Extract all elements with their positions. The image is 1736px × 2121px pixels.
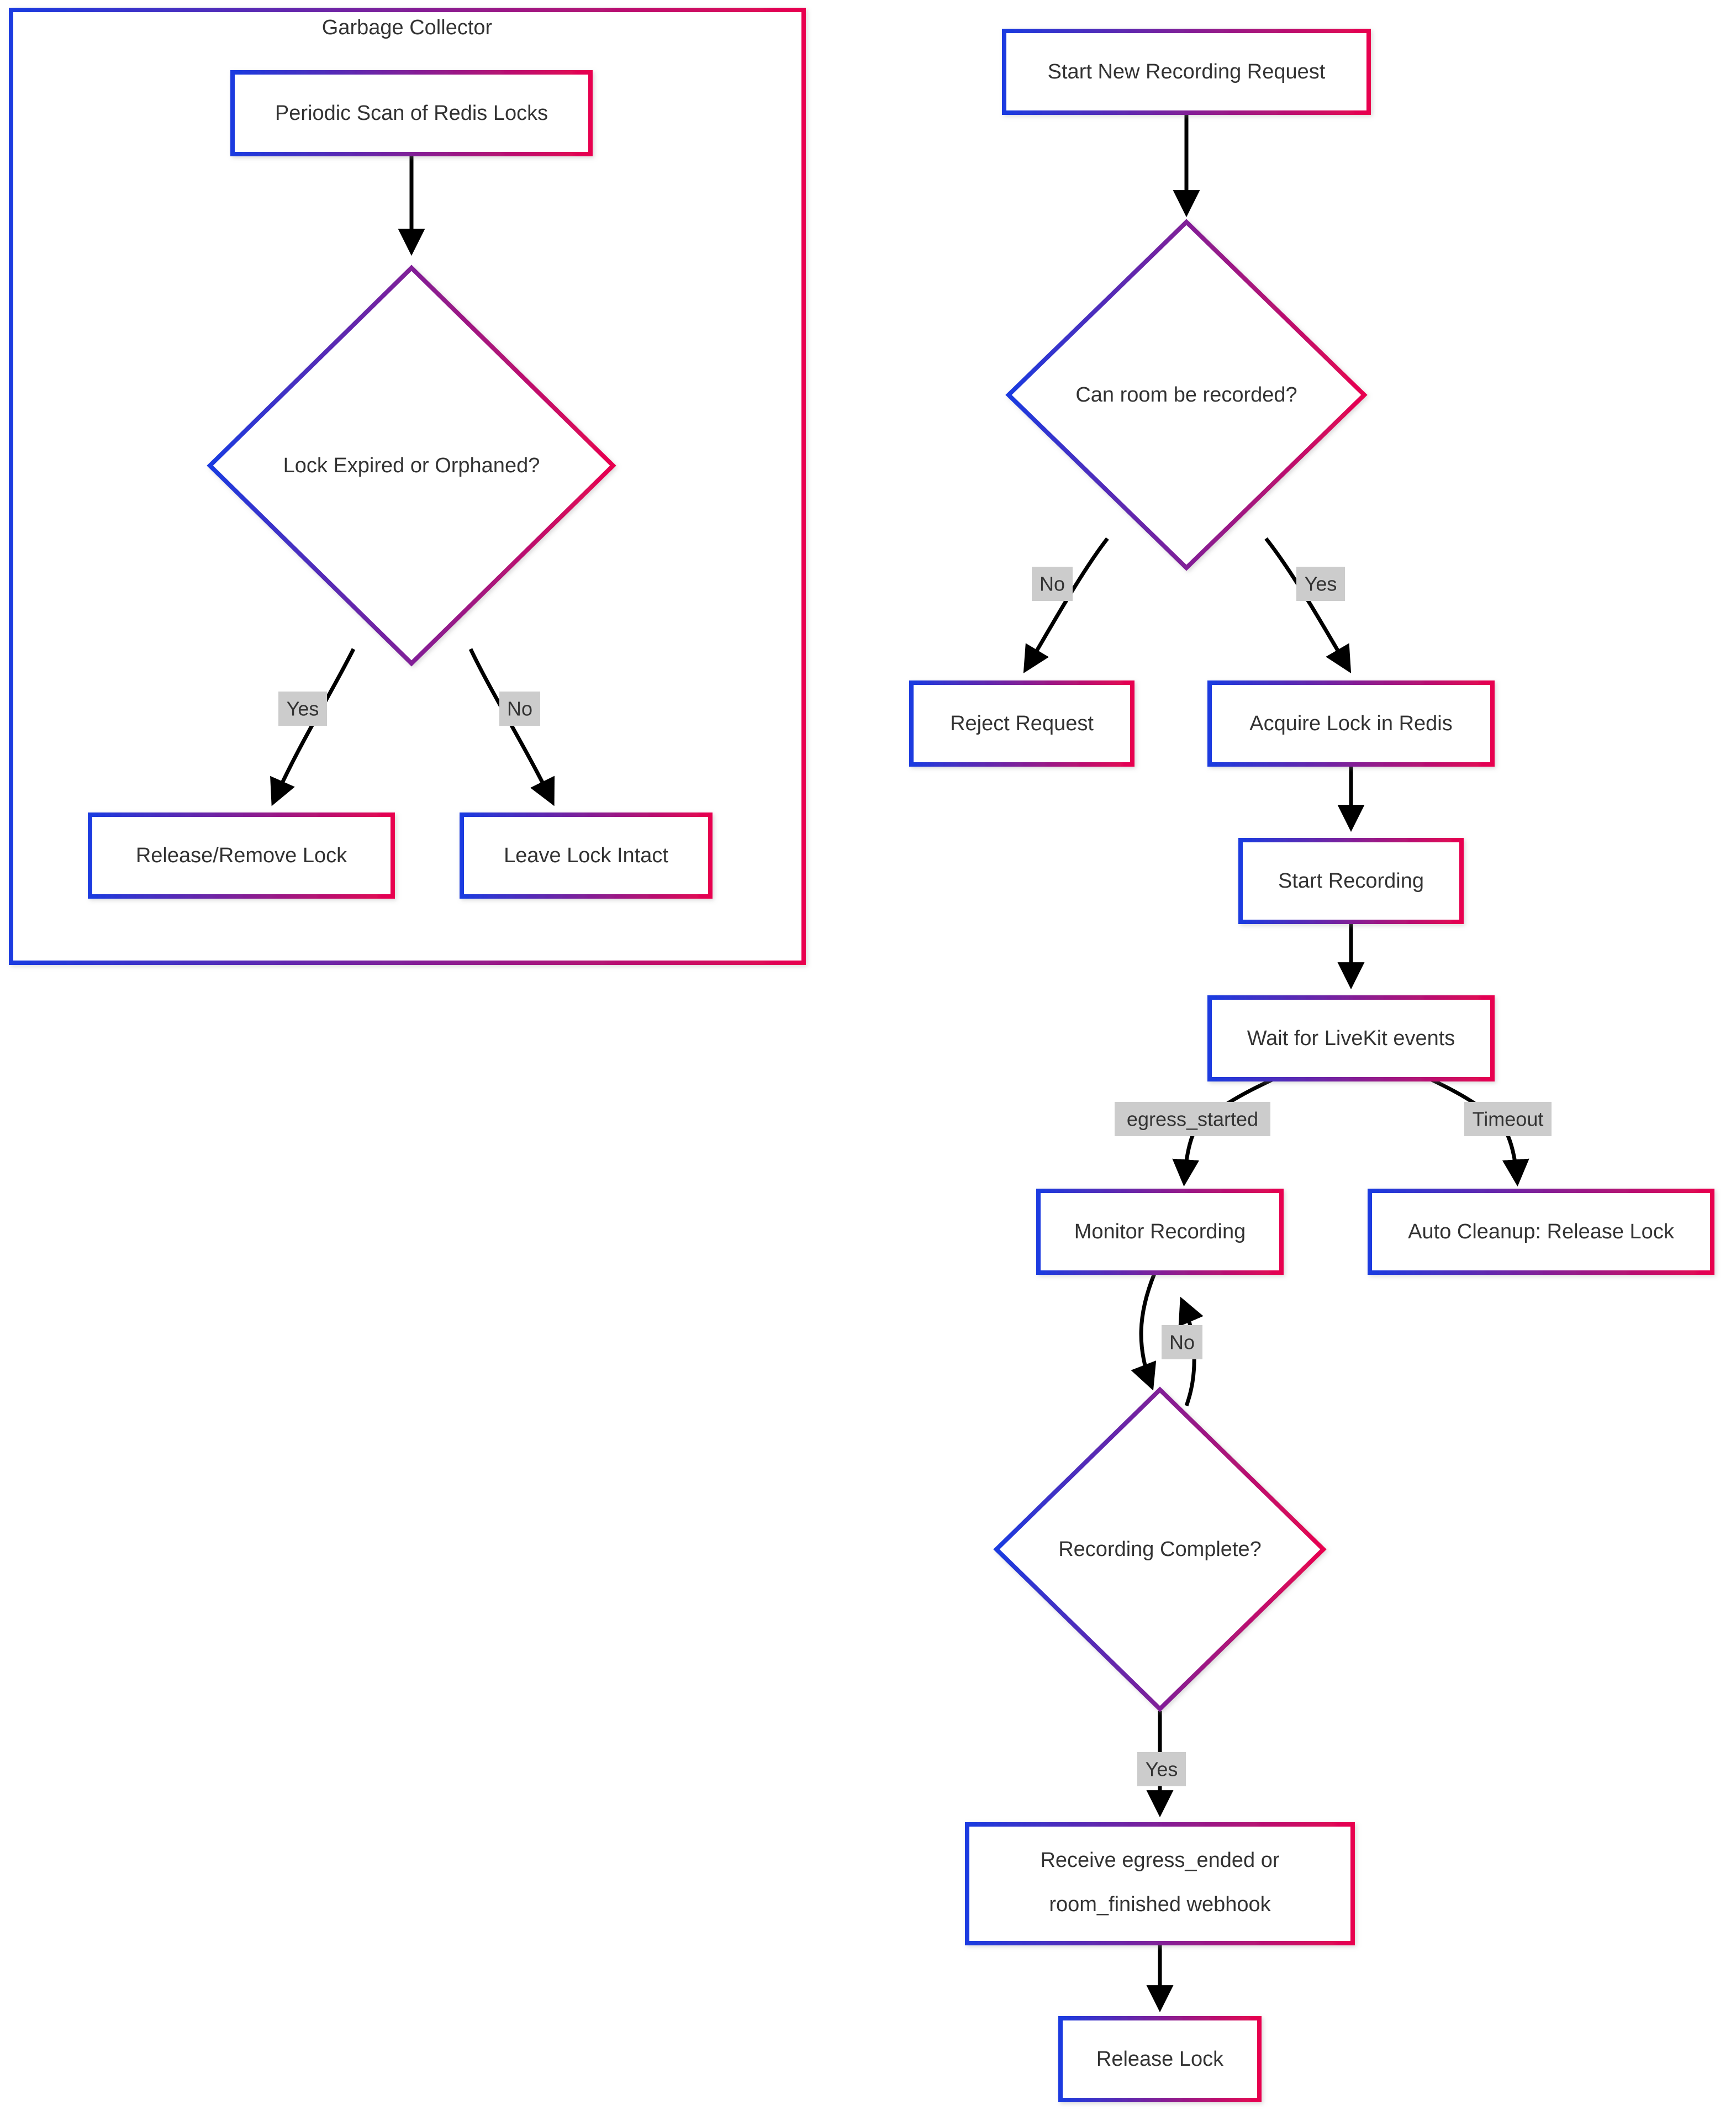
node-label: Acquire Lock in Redis bbox=[1249, 712, 1453, 735]
node-label: Periodic Scan of Redis Locks bbox=[275, 102, 548, 125]
edge-label-background bbox=[1464, 1102, 1552, 1136]
node-shape-rect bbox=[460, 812, 713, 899]
edge-label-timeout: Timeout bbox=[1464, 1102, 1552, 1136]
node-recording-complete[interactable]: Recording Complete? bbox=[993, 1386, 1327, 1712]
node-shape-rect bbox=[909, 680, 1135, 767]
node-start-recording[interactable]: Start Recording bbox=[1238, 838, 1464, 924]
node-label: Monitor Recording bbox=[1074, 1220, 1246, 1243]
node-lock-expired-or-orphaned[interactable]: Lock Expired or Orphaned? bbox=[207, 265, 616, 667]
node-can-room-be-recorded[interactable]: Can room be recorded? bbox=[1005, 219, 1368, 571]
edge-label-gc-no: No bbox=[499, 692, 540, 726]
node-label: Release/Remove Lock bbox=[136, 844, 347, 867]
node-release-lock[interactable]: Release Lock bbox=[1058, 2016, 1262, 2102]
edge-m2-to-m3 bbox=[1023, 537, 1109, 674]
node-label: Release Lock bbox=[1096, 2048, 1224, 2071]
node-label: Start New Recording Request bbox=[1048, 60, 1326, 83]
edge-label-text: Timeout bbox=[1473, 1108, 1544, 1131]
node-shape-diamond bbox=[1005, 219, 1368, 571]
node-label: Auto Cleanup: Release Lock bbox=[1408, 1220, 1675, 1243]
edge-group-main bbox=[1023, 113, 1529, 2013]
node-periodic-scan-of-redis-locks[interactable]: Periodic Scan of Redis Locks bbox=[230, 70, 593, 156]
node-label-line-2: room_finished webhook bbox=[1049, 1893, 1271, 1916]
edge-label-text: egress_started bbox=[1127, 1108, 1258, 1131]
edge-label-background bbox=[499, 692, 540, 726]
node-shape-rect bbox=[1368, 1189, 1714, 1275]
node-shape-rect bbox=[1036, 1189, 1284, 1275]
edge-label-text: Yes bbox=[287, 698, 319, 720]
node-reject-request[interactable]: Reject Request bbox=[909, 680, 1135, 767]
node-shape-rect bbox=[1058, 2016, 1262, 2102]
node-leave-lock-intact[interactable]: Leave Lock Intact bbox=[460, 812, 713, 899]
node-receive-egress-ended-or-room-finished-webhook[interactable]: Receive egress_ended or room_finished we… bbox=[965, 1822, 1355, 1945]
subgraph-title-garbage-collector: Garbage Collector bbox=[322, 16, 493, 39]
node-shape-rect bbox=[230, 70, 593, 156]
edge-m2-to-m4 bbox=[1264, 537, 1352, 674]
edge-label-background bbox=[1162, 1325, 1202, 1359]
node-label: Start Recording bbox=[1278, 869, 1424, 893]
node-shape-rect bbox=[88, 812, 395, 899]
node-monitor-recording[interactable]: Monitor Recording bbox=[1036, 1189, 1284, 1275]
edge-m7-to-m9 bbox=[1131, 1273, 1157, 1391]
edge-label-can-room-no: No bbox=[1032, 567, 1073, 601]
node-shape-diamond bbox=[993, 1386, 1327, 1712]
edge-label-egress-started: egress_started bbox=[1115, 1102, 1270, 1136]
node-label: Reject Request bbox=[950, 712, 1094, 735]
node-wait-for-livekit-events[interactable]: Wait for LiveKit events bbox=[1207, 995, 1495, 1081]
edge-label-background bbox=[1032, 567, 1073, 601]
node-label: Wait for LiveKit events bbox=[1247, 1027, 1455, 1050]
edge-label-text: No bbox=[1040, 573, 1065, 595]
edge-label-can-room-yes: Yes bbox=[1296, 567, 1345, 601]
node-acquire-lock-in-redis[interactable]: Acquire Lock in Redis bbox=[1207, 680, 1495, 767]
edge-label-background bbox=[1296, 567, 1345, 601]
edge-label-text: Yes bbox=[1305, 573, 1337, 595]
node-label-line-1: Receive egress_ended or bbox=[1040, 1849, 1279, 1872]
edge-label-loop-no: No bbox=[1162, 1325, 1202, 1359]
node-start-new-recording-request[interactable]: Start New Recording Request bbox=[1002, 29, 1371, 115]
node-shape-rect bbox=[1238, 838, 1464, 924]
node-shape-diamond bbox=[207, 265, 616, 667]
edge-label-text: Yes bbox=[1146, 1758, 1178, 1781]
edge-label-background bbox=[1115, 1102, 1270, 1136]
node-auto-cleanup-release-lock[interactable]: Auto Cleanup: Release Lock bbox=[1368, 1189, 1714, 1275]
node-shape-rect bbox=[965, 1822, 1355, 1945]
edge-label-text: No bbox=[507, 698, 532, 720]
node-release-remove-lock[interactable]: Release/Remove Lock bbox=[88, 812, 395, 899]
edge-label-complete-yes: Yes bbox=[1137, 1752, 1186, 1786]
edge-label-background bbox=[278, 692, 327, 726]
edge-label-gc-yes: Yes bbox=[278, 692, 327, 726]
edge-label-text: No bbox=[1169, 1331, 1195, 1354]
node-label: Lock Expired or Orphaned? bbox=[283, 454, 540, 477]
node-label: Recording Complete? bbox=[1058, 1538, 1262, 1561]
edge-label-background bbox=[1137, 1752, 1186, 1786]
node-label: Leave Lock Intact bbox=[504, 844, 668, 867]
node-shape-rect bbox=[1207, 995, 1495, 1081]
node-shape-rect bbox=[1002, 29, 1371, 115]
node-label: Can room be recorded? bbox=[1075, 383, 1297, 407]
node-shape-rect bbox=[1207, 680, 1495, 767]
